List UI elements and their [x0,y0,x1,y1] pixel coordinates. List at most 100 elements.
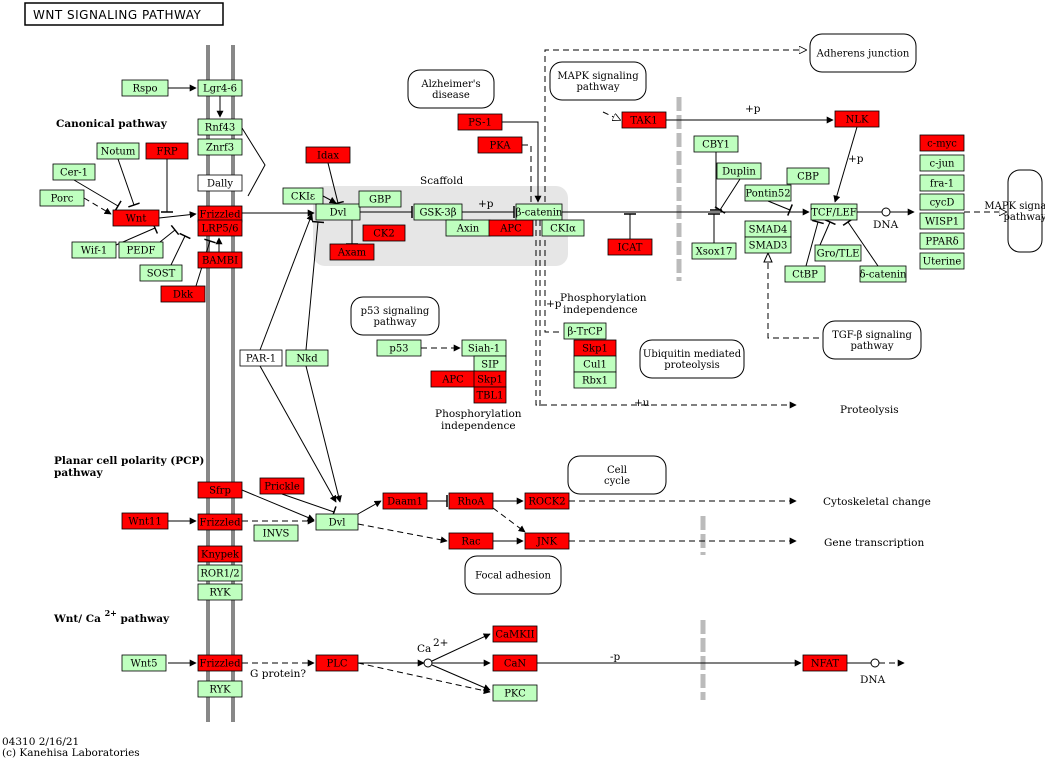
gene-node-pkc[interactable]: PKC [492,684,538,702]
gene-node-c-myc[interactable]: c-myc [919,134,965,152]
gene-node-dkk[interactable]: Dkk [160,285,206,303]
gene-node-rbx1[interactable]: Rbx1 [573,371,617,389]
gene-node-wnt5[interactable]: Wnt5 [121,654,167,672]
dna-circle-2 [870,658,880,668]
gene-node-jnk[interactable]: JNK [524,532,570,550]
gene-node-notum[interactable]: Notum [96,142,140,160]
gene-node-nfat[interactable]: NFAT [802,654,848,672]
gene-node-sip[interactable]: SIP [473,355,507,373]
gene-node-ctbp[interactable]: CtBP [784,265,826,283]
gene-node-rhoa[interactable]: RhoA [448,492,494,510]
map-adherens-junction[interactable]: Adherens junction [809,33,917,73]
gene-node-rspo[interactable]: Rspo [121,79,169,97]
gene-node-apc[interactable]: APC [488,219,534,237]
gene-node-c-jun[interactable]: c-jun [919,154,965,172]
map-focal-adhesion[interactable]: Focal adhesion [464,555,562,595]
gene-node-cul1[interactable]: Cul1 [573,355,617,373]
gene-node-duplin[interactable]: Duplin [716,162,762,180]
gene-node-camkii[interactable]: CaMKII [492,625,538,643]
gene-node-sost[interactable]: SOST [139,264,183,282]
gene-node-ck2[interactable]: CK2 [362,224,406,242]
gene-node-tbl1[interactable]: TBL1 [473,386,507,404]
gene-node-cby1[interactable]: CBY1 [693,135,739,153]
gene-node-dvl[interactable]: Dvl [315,513,359,531]
gene-node-tcf-lef[interactable]: TCF/LEF [810,203,858,221]
gene-node-gbp[interactable]: GBP [358,190,402,208]
gene-node-icat[interactable]: ICAT [607,238,653,256]
gene-node-skp1[interactable]: Skp1 [473,370,507,388]
gene-label: Cul1 [583,360,607,371]
edge [259,365,337,503]
gene-node-idax[interactable]: Idax [305,146,351,164]
gene-node-gro-tle[interactable]: Gro/TLE [814,244,862,262]
gene-node-axam[interactable]: Axam [329,243,375,261]
gene-node-skp1[interactable]: Skp1 [573,339,617,357]
gene-node-lgr4-6[interactable]: Lgr4-6 [197,79,243,97]
gene-node-prickle[interactable]: Prickle [259,477,305,495]
gene-node-wisp1[interactable]: WISP1 [919,212,965,230]
gene-node-pedf[interactable]: PEDF [118,241,164,259]
gene-node-uterine[interactable]: Uterine [919,252,965,270]
gene-node-knypek[interactable]: Knypek [197,545,243,563]
gene-node-wif-1[interactable]: Wif-1 [71,241,117,259]
gene-node-catenin[interactable]: δ-catenin [860,265,908,283]
gene-node-siah-1[interactable]: Siah-1 [461,339,507,357]
gene-node-dally[interactable]: Dally [197,174,243,192]
gene-node-znrf3[interactable]: Znrf3 [197,138,243,156]
gene-node-ppar[interactable]: PPARδ [919,232,965,250]
gene-node-frp[interactable]: FRP [145,142,189,160]
gene-node-cbp[interactable]: CBP [786,167,830,185]
gene-node-catenin[interactable]: β-catenin [515,203,563,221]
gene-node-ror1-2[interactable]: ROR1/2 [197,564,243,582]
gene-node-axin[interactable]: Axin [445,219,491,237]
gene-node-nkd[interactable]: Nkd [285,349,329,367]
gene-node-gsk-3[interactable]: GSK-3β [413,203,463,221]
gene-node-smad3[interactable]: SMAD3 [744,236,792,254]
gene-node-xsox17[interactable]: Xsox17 [691,242,737,260]
gene-node-frizzled[interactable]: Frizzled [197,654,243,672]
gene-node-daam1[interactable]: Daam1 [382,492,428,510]
gene-node-sfrp[interactable]: Sfrp [197,481,243,499]
gene-label: Wif-1 [81,246,107,257]
gene-node-cer-1[interactable]: Cer-1 [52,163,96,181]
gene-node-par-1[interactable]: PAR-1 [239,349,283,367]
gene-node-tak1[interactable]: TAK1 [621,111,667,129]
gene-node-cki[interactable]: CKIα [541,219,585,237]
gene-node-rac[interactable]: Rac [448,532,494,550]
gene-label: Skp1 [582,344,608,355]
gene-node-ps-1[interactable]: PS-1 [457,113,503,131]
gene-node-ryk[interactable]: RYK [197,583,243,601]
gene-node-can[interactable]: CaN [492,654,538,672]
gene-node-lrp5-6[interactable]: LRP5/6 [197,219,243,237]
gene-node-pontin52[interactable]: Pontin52 [744,184,792,202]
gene-node-invs[interactable]: INVS [253,524,299,542]
gene-node-plc[interactable]: PLC [315,654,359,672]
gene-node-cycd[interactable]: cycD [919,193,965,211]
gene-node-porc[interactable]: Porc [39,189,85,207]
gene-node-smad4[interactable]: SMAD4 [744,220,792,238]
gene-node-wnt[interactable]: Wnt [112,209,160,227]
edge [767,200,793,216]
gene-node-bambi[interactable]: BAMBI [197,251,243,269]
gene-node-fra-1[interactable]: fra-1 [919,174,965,192]
gene-node-dvl[interactable]: Dvl [315,203,361,221]
gene-node-wnt11[interactable]: Wnt11 [121,512,169,530]
gene-node-pka[interactable]: PKA [477,136,523,154]
gene-node-rnf43[interactable]: Rnf43 [197,118,243,136]
edge [522,144,532,202]
gene-node-trcp[interactable]: β-TrCP [563,322,607,340]
gene-node-cki[interactable]: CKIε [282,187,324,205]
gene-node-p53[interactable]: p53 [376,339,422,357]
gene-node-apc[interactable]: APC [430,370,476,388]
gene-node-frizzled[interactable]: Frizzled [197,513,243,531]
gene-node-rock2[interactable]: ROCK2 [524,492,570,510]
gene-node-nlk[interactable]: NLK [834,110,880,128]
gene-node-ryk[interactable]: RYK [197,680,243,698]
